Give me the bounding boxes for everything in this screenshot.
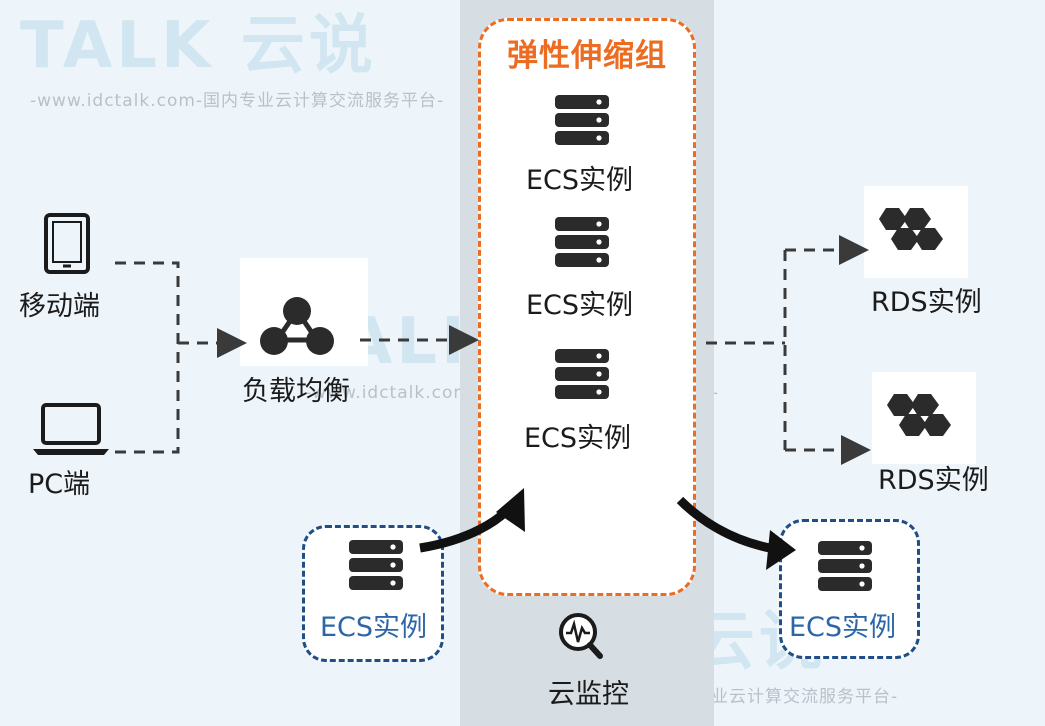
rds-label-2: RDS实例 bbox=[878, 465, 989, 496]
scale-out-arrow bbox=[419, 488, 525, 553]
new-server-icon bbox=[349, 540, 403, 590]
removed-server-icon bbox=[818, 541, 872, 591]
ecs-label-3: ECS实例 bbox=[524, 423, 632, 454]
ecs-label-1: ECS实例 bbox=[526, 165, 634, 196]
ecs-label-2: ECS实例 bbox=[526, 290, 634, 321]
rds-label-1: RDS实例 bbox=[871, 287, 982, 318]
server-icon-2 bbox=[555, 217, 609, 267]
cloud-monitor-label: 云监控 bbox=[548, 679, 629, 710]
cloud-monitor-icon bbox=[559, 613, 603, 659]
connector-lines bbox=[115, 235, 871, 465]
auto-scaling-group-title: 弹性伸缩组 bbox=[507, 38, 667, 74]
rds-tile-1 bbox=[864, 186, 968, 278]
pc-label: PC端 bbox=[28, 469, 91, 500]
mobile-label: 移动端 bbox=[19, 291, 100, 322]
rds-tile-2 bbox=[872, 372, 976, 464]
removed-ecs-label: ECS实例 bbox=[789, 612, 897, 643]
rds-icon-1 bbox=[879, 208, 943, 250]
server-icon-3 bbox=[555, 349, 609, 399]
laptop-icon bbox=[33, 403, 109, 455]
rds-icon-2 bbox=[887, 394, 951, 436]
mobile-device-icon bbox=[44, 213, 90, 274]
load-balancer-icon bbox=[260, 297, 334, 355]
watermark-brand-top: TALK 云说 bbox=[20, 9, 377, 83]
scale-in-arrow bbox=[676, 496, 796, 570]
server-icon-1 bbox=[555, 95, 609, 145]
watermark-tagline-top: -www.idctalk.com-国内专业云计算交流服务平台- bbox=[30, 91, 445, 111]
load-balancer-label: 负载均衡 bbox=[242, 376, 350, 407]
new-ecs-label: ECS实例 bbox=[320, 612, 428, 643]
